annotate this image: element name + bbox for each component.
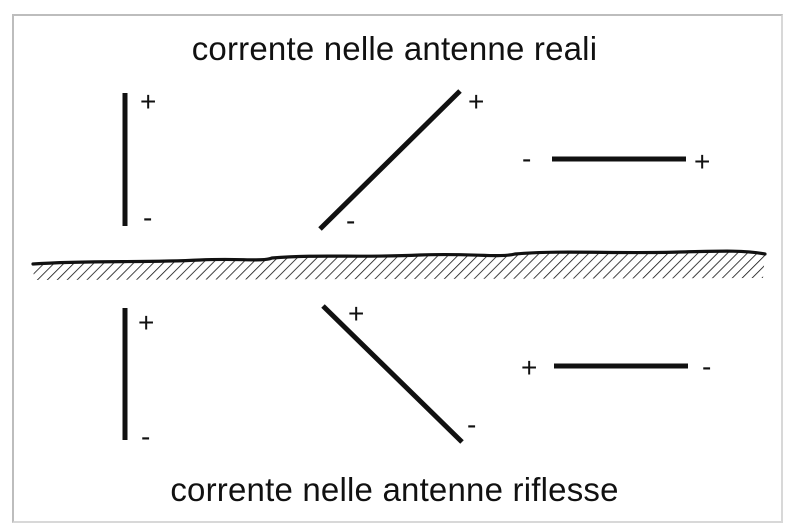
reflected-slanted-plus-sign: + (348, 298, 364, 329)
ground-surface-line (31, 249, 767, 266)
reflected-horizontal-plus-sign: + (521, 352, 537, 383)
real-horizontal-plus-sign: + (694, 146, 710, 177)
real-horizontal-minus-sign: - (522, 143, 531, 174)
real-slanted-minus-sign: - (346, 205, 355, 236)
reflected-antennas: + - + - + - (122, 298, 711, 452)
real-antennas: + - + - - + (122, 86, 710, 236)
real-vertical-plus-sign: + (140, 86, 156, 117)
caption-real-antennas: corrente nelle antenne reali (191, 30, 598, 67)
figure-frame (12, 14, 783, 523)
reflected-vertical-plus-sign: + (138, 307, 154, 338)
reflected-horizontal-minus-sign: - (702, 351, 711, 382)
real-vertical-minus-sign: - (143, 202, 152, 233)
reflected-slanted-antenna (321, 304, 464, 444)
ground-plane (31, 249, 767, 280)
caption-reflected-antennas: corrente nelle antenne riflesse (170, 471, 619, 508)
real-slanted-antenna (318, 89, 462, 231)
reflected-slanted-minus-sign: - (467, 409, 476, 440)
ground-hatching (33, 251, 765, 280)
real-slanted-plus-sign: + (468, 86, 484, 117)
reflected-vertical-minus-sign: - (141, 421, 150, 452)
